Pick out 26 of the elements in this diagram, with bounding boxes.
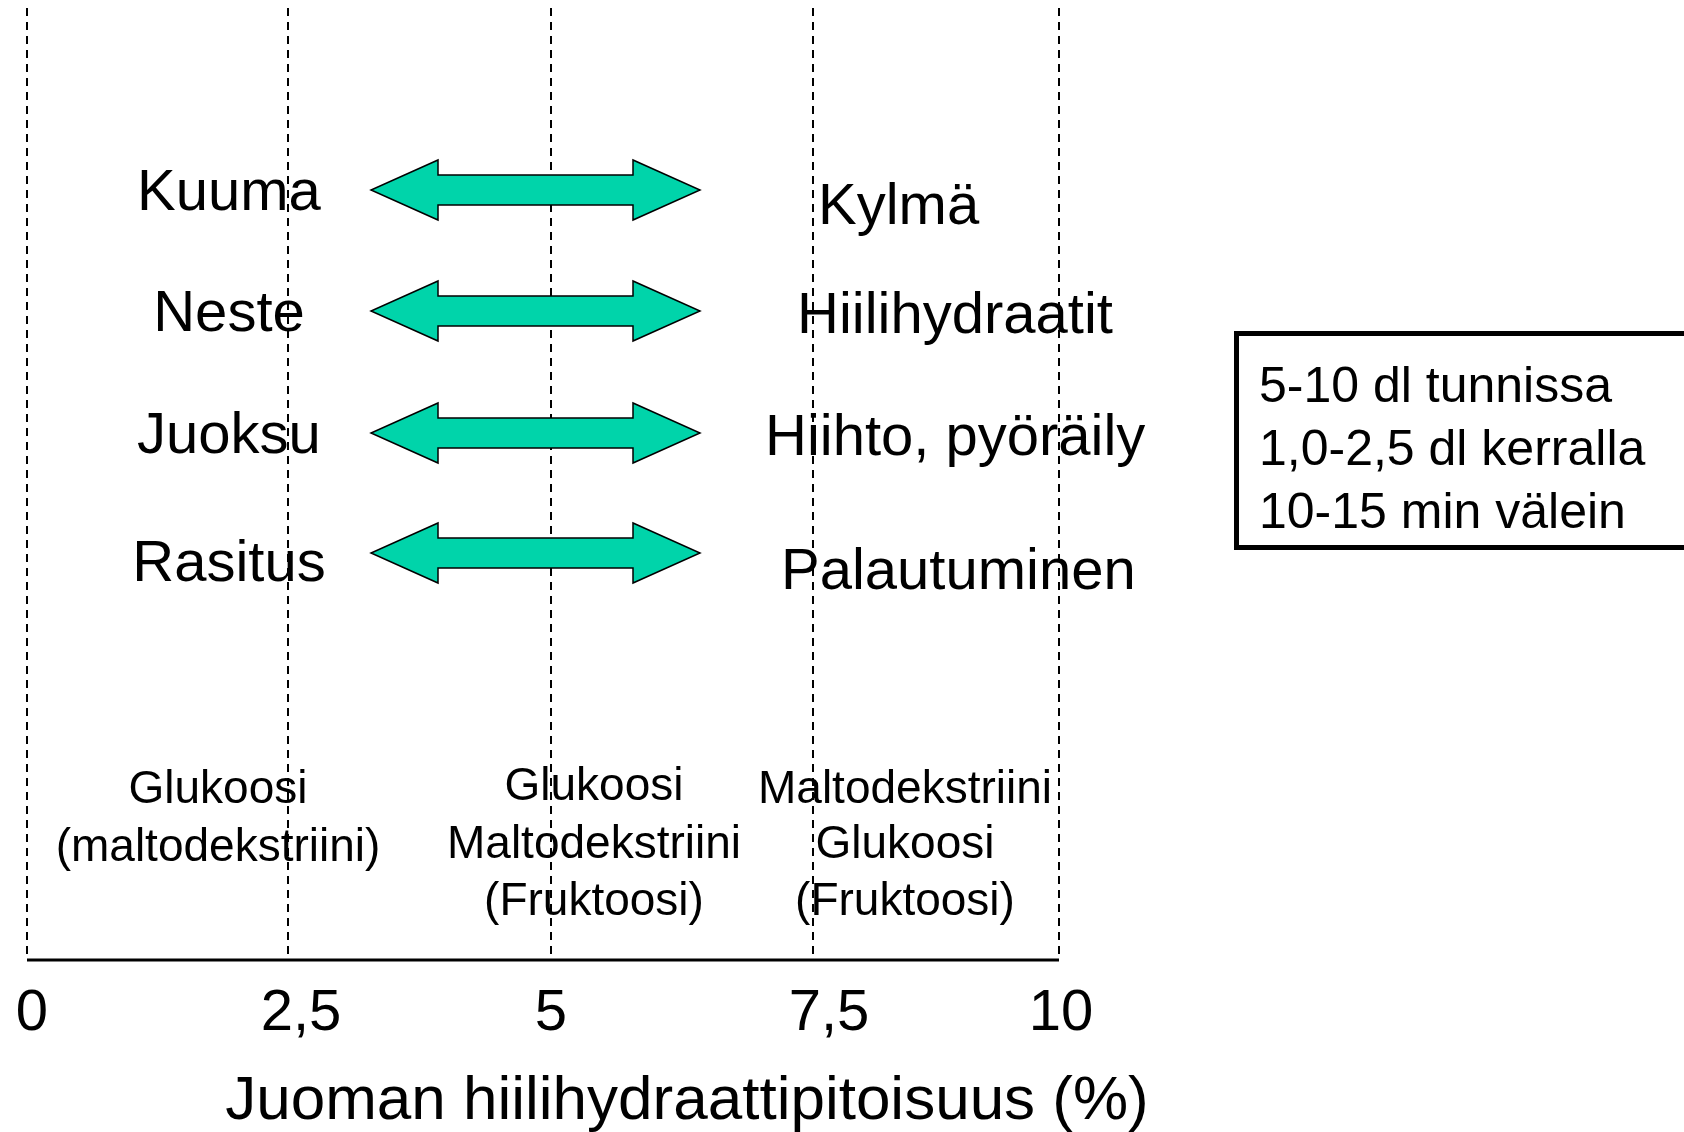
term-label: Kylmä — [700, 172, 1200, 236]
sugar-label: Maltodekstriini — [447, 819, 741, 865]
double-arrow — [369, 279, 702, 343]
sugar-label: Glukoosi — [128, 764, 308, 810]
tick-label: 5 — [534, 981, 568, 1039]
note-box — [1234, 331, 1684, 550]
sugar-label: Maltodekstriini — [758, 764, 1052, 810]
term-label: Rasitus — [87, 529, 371, 593]
sugar-label: Glukoosi — [504, 761, 684, 807]
tick-label: 0 — [15, 981, 49, 1039]
note-text: 1,0-2,5 dl kerralla — [1259, 419, 1646, 478]
term-label: Hiilihydraatit — [700, 281, 1200, 345]
term-label: Juoksu — [87, 401, 371, 465]
tick-label: 10 — [1028, 981, 1094, 1039]
term-label: Hiihto, pyöräily — [700, 403, 1200, 467]
note-text: 5-10 dl tunnissa — [1259, 356, 1612, 415]
note-text: 10-15 min välein — [1259, 482, 1626, 541]
term-label: Kuuma — [87, 158, 371, 222]
term-label: Palautuminen — [700, 537, 1200, 601]
tick-label: 2,5 — [260, 981, 342, 1039]
tick-label: 7,5 — [788, 981, 870, 1039]
term-label: Neste — [87, 279, 371, 343]
double-arrow — [369, 521, 702, 585]
double-arrow — [369, 401, 702, 465]
sugar-label: Glukoosi — [815, 819, 995, 865]
double-arrow — [369, 158, 702, 222]
